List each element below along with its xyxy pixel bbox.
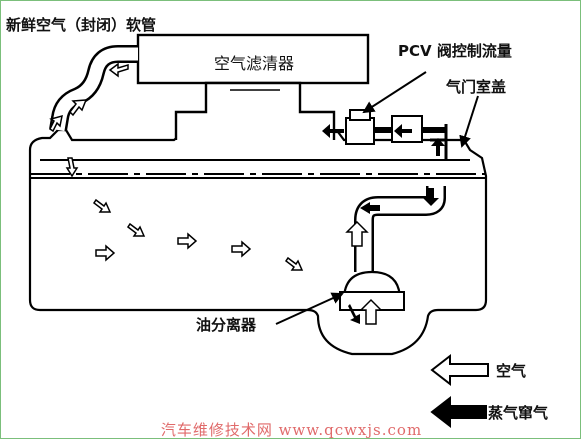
separator-pipe bbox=[345, 186, 446, 272]
oil-separator-label: 油分离器 bbox=[196, 316, 257, 334]
pcv-valve bbox=[322, 109, 448, 160]
pcv-valve-label: PCV 阀控制流量 bbox=[398, 42, 512, 60]
crankcase-airflow-arrows bbox=[65, 157, 304, 271]
engine-block bbox=[28, 128, 488, 356]
fresh-air-hose-label: 新鲜空气（封闭）软管 bbox=[6, 16, 157, 34]
legend-air-label: 空气 bbox=[496, 362, 527, 380]
fresh-air-hose bbox=[49, 45, 138, 133]
air-cleaner bbox=[136, 33, 370, 140]
valve-cover-label: 气门室盖 bbox=[446, 78, 507, 96]
legend-air-arrow bbox=[430, 353, 489, 387]
pcv-leader-line bbox=[362, 71, 427, 114]
oil-separator bbox=[339, 270, 405, 325]
watermark-text: 汽车维修技术网 www.qcwxjs.com bbox=[160, 421, 423, 439]
air-cleaner-label: 空气滤清器 bbox=[214, 54, 295, 73]
legend-blowby-arrow bbox=[430, 395, 487, 429]
legend-blowby-label: 蒸气窜气 bbox=[488, 404, 549, 422]
separator-leader-line bbox=[275, 292, 344, 325]
valve-cover-leader-line bbox=[459, 95, 479, 148]
